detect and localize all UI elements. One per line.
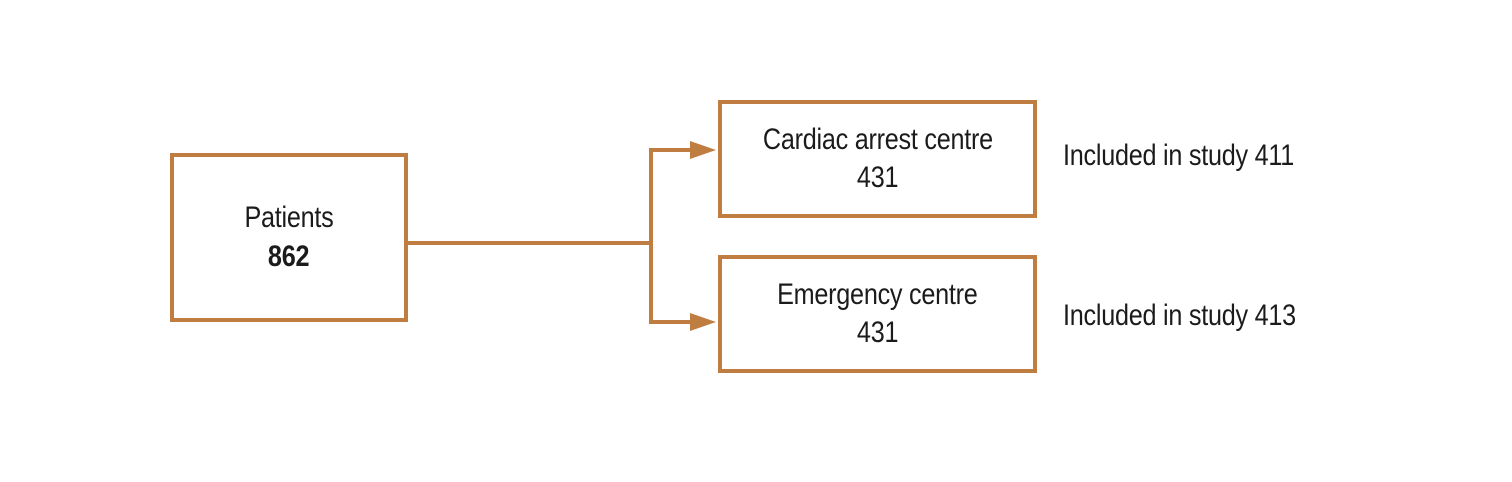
arrow-right-icon: [690, 141, 716, 159]
arrow-right-icon: [690, 313, 716, 331]
connector-branch-line: [649, 148, 653, 324]
annotation-included-emergency: Included in study 413: [1063, 299, 1296, 332]
node-cardiac-label: Cardiac arrest centre: [762, 122, 993, 156]
node-patients-value: 862: [268, 239, 310, 273]
node-patients-label: Patients: [244, 201, 334, 235]
connector-bottom-line: [649, 320, 693, 324]
node-cardiac-arrest-centre: Cardiac arrest centre 431: [718, 100, 1037, 218]
connector-top-line: [649, 148, 693, 152]
node-emergency-value: 431: [856, 316, 899, 349]
annotation-included-cardiac: Included in study 411: [1063, 139, 1295, 172]
node-emergency-centre: Emergency centre 431: [718, 255, 1037, 373]
connector-main-line: [408, 241, 653, 245]
node-emergency-label: Emergency centre: [777, 277, 978, 311]
node-patients: Patients 862: [170, 153, 408, 322]
node-cardiac-value: 431: [856, 161, 899, 194]
